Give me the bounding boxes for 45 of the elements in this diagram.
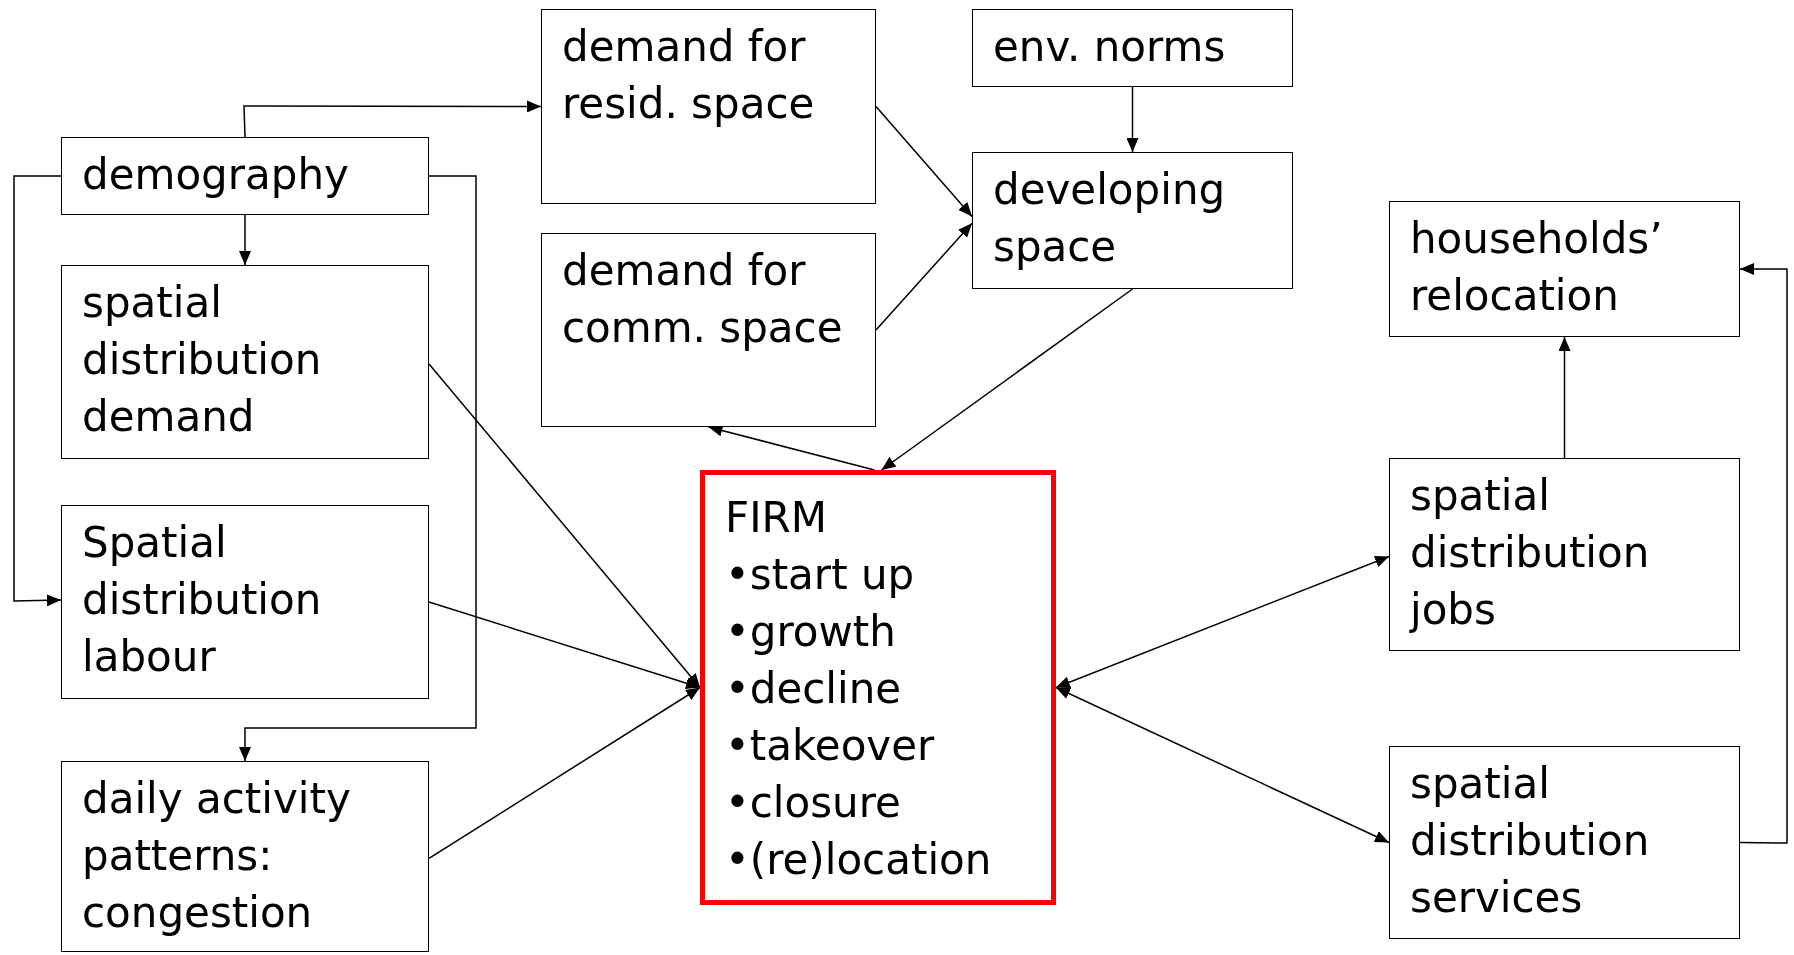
process-box <box>61 505 429 699</box>
arrow <box>13 175 62 607</box>
arrow <box>875 222 973 331</box>
arrow <box>428 686 701 860</box>
arrow <box>1055 555 1390 689</box>
process-box <box>1389 201 1740 337</box>
process-box <box>972 152 1293 289</box>
arrow <box>239 214 251 266</box>
box-label: households’ relocation <box>1410 213 1664 322</box>
arrow <box>243 100 542 138</box>
box-label: spatial distribution demand <box>82 277 323 443</box>
box-label: env. norms <box>993 21 1226 73</box>
box-label: demography <box>82 149 349 201</box>
process-box <box>1389 746 1740 939</box>
list-item: •start up <box>725 549 915 601</box>
list-item: •takeover <box>725 720 935 772</box>
process-box <box>541 9 876 204</box>
box-label: demand for resid. space <box>562 21 816 130</box>
arrow <box>1055 686 1390 844</box>
arrow <box>875 105 973 218</box>
highlighted-box <box>700 470 1056 905</box>
box-label: developing space <box>993 164 1227 273</box>
arrow <box>1126 86 1139 153</box>
process-box <box>541 233 876 427</box>
box-label: spatial distribution jobs <box>1410 470 1651 636</box>
arrow <box>880 288 1134 471</box>
list-item: •closure <box>725 777 901 829</box>
arrow <box>428 363 701 689</box>
process-box <box>1389 458 1740 651</box>
box-label: spatial distribution services <box>1410 758 1651 924</box>
arrow <box>239 175 477 762</box>
process-box <box>61 761 429 952</box>
box-label: daily activity patterns: congestion <box>82 773 352 939</box>
list-item: •growth <box>725 606 896 658</box>
arrow <box>1558 336 1571 459</box>
arrow <box>1739 263 1788 844</box>
process-box <box>972 9 1293 87</box>
box-heading: FIRM <box>725 492 827 544</box>
box-label: demand for comm. space <box>562 245 844 354</box>
process-box <box>61 265 429 459</box>
list-item: •(re)location <box>725 834 992 886</box>
process-box <box>61 137 429 215</box>
box-label: Spatial distribution labour <box>82 517 323 683</box>
list-item: •decline <box>725 663 902 715</box>
arrow <box>428 601 701 689</box>
